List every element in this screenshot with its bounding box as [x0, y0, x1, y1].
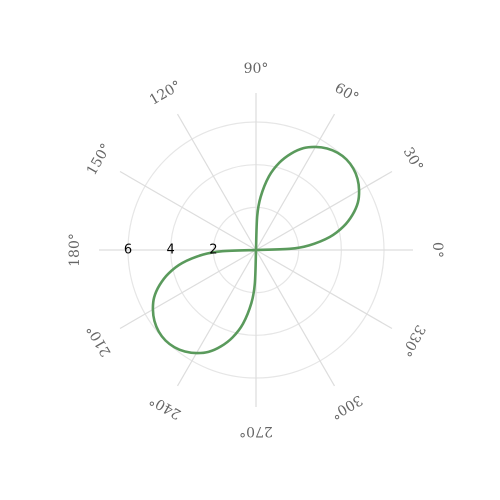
- angle-tick-label-150: 150°: [84, 141, 115, 178]
- angle-tick-label-240: 240°: [147, 391, 184, 422]
- radial-tick-label-4: 4: [167, 243, 175, 258]
- angle-tick-label-270: 270°: [239, 423, 273, 439]
- spoke-120: [176, 113, 257, 251]
- series-0-lobe-0: [254, 145, 361, 252]
- angle-tick-label-30: 30°: [400, 145, 426, 175]
- angle-tick-label-330: 330°: [397, 322, 428, 359]
- spoke-240: [176, 249, 257, 387]
- radial-tick-label-2: 2: [209, 243, 217, 258]
- radial-tick-label-6: 6: [124, 243, 132, 258]
- curve-layer: [151, 145, 361, 355]
- spoke-210: [119, 249, 257, 330]
- angle-tick-label-90: 90°: [244, 61, 269, 77]
- angle-tick-label-300: 300°: [328, 391, 365, 422]
- angle-tick-label-210: 210°: [84, 322, 115, 359]
- spoke-300: [255, 249, 336, 387]
- spoke-60: [255, 113, 336, 251]
- angle-tick-label-180: 180°: [67, 233, 83, 267]
- spoke-30: [255, 170, 393, 251]
- angle-tick-label-0: 0°: [429, 242, 445, 258]
- spoke-150: [119, 170, 257, 251]
- series-0-lobe-1: [151, 248, 258, 355]
- spoke-330: [255, 249, 393, 330]
- angle-tick-label-60: 60°: [332, 80, 362, 106]
- angle-tick-label-120: 120°: [147, 78, 184, 109]
